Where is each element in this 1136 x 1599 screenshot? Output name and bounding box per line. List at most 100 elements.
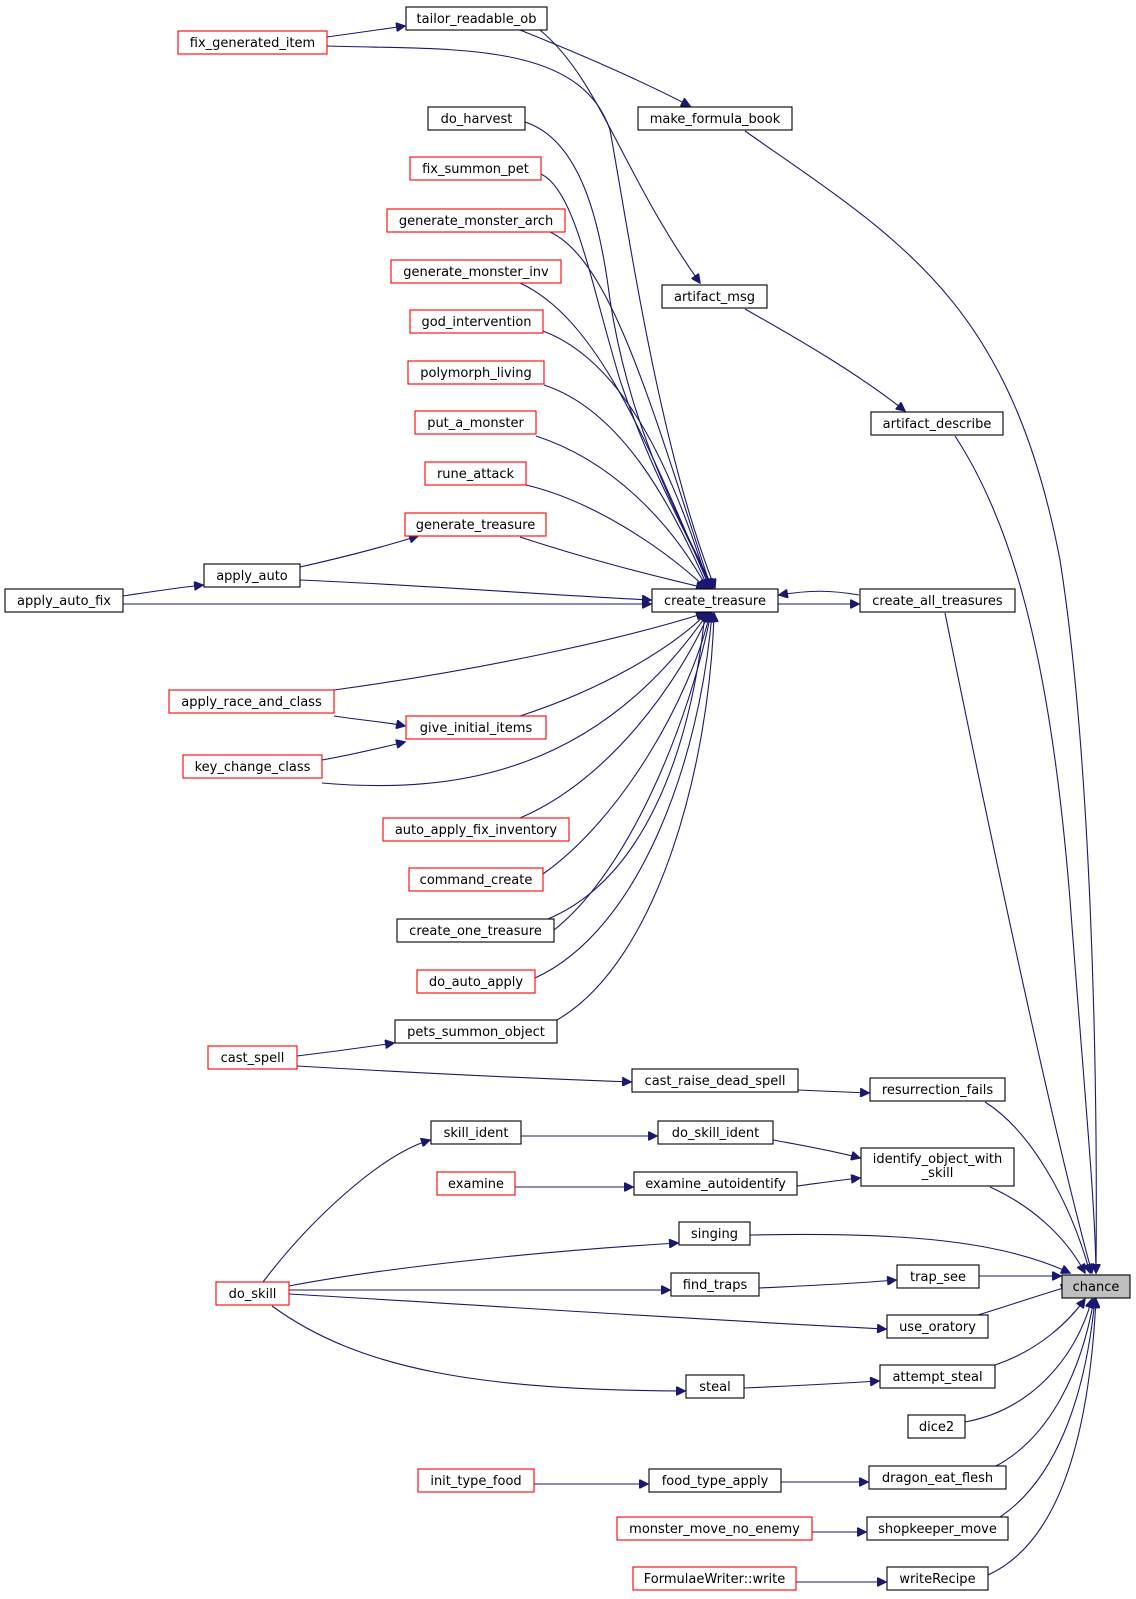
node-give-initial-items[interactable]: give_initial_items (405, 715, 547, 740)
node-put-a-monster[interactable]: put_a_monster (414, 410, 537, 435)
node-resurrection-fails[interactable]: resurrection_fails (869, 1077, 1006, 1102)
node-use-oratory[interactable]: use_oratory (886, 1314, 989, 1339)
node-trap-see[interactable]: trap_see (896, 1264, 980, 1289)
node-skill-ident[interactable]: skill_ident (430, 1120, 522, 1145)
node-god-intervention[interactable]: god_intervention (409, 309, 544, 334)
node-tailor-readable-ob[interactable]: tailor_readable_ob (405, 6, 548, 31)
node-find-traps[interactable]: find_traps (670, 1272, 760, 1297)
node-init-type-food[interactable]: init_type_food (417, 1468, 535, 1493)
node-box (661, 284, 768, 309)
node-cast-raise-dead-spell[interactable]: cast_raise_dead_spell (631, 1068, 799, 1093)
node-formulaewriter-write[interactable]: FormulaeWriter::write (632, 1566, 797, 1591)
node-label: monster_move_no_enemy (629, 1522, 800, 1537)
node-writerecipe[interactable]: writeRecipe (886, 1566, 989, 1591)
node-label: resurrection_fails (882, 1083, 994, 1098)
edge-cast_raise_dead_spell-to-resurrection_fails (797, 1090, 869, 1093)
edge-do_skill_ident-to-identify_object_with_skill (772, 1139, 860, 1158)
node-create-treasure[interactable]: create_treasure (651, 588, 779, 613)
node-do-harvest[interactable]: do_harvest (427, 106, 526, 131)
node-do-skill-ident[interactable]: do_skill_ident (657, 1120, 774, 1145)
node-label: generate_treasure (416, 518, 536, 533)
edge-generate_monster_inv-to-create_treasure (519, 282, 710, 588)
node-fix-summon-pet[interactable]: fix_summon_pet (409, 156, 542, 181)
node-box (868, 1465, 1007, 1490)
edge-fix_generated_item-to-tailor_readable_ob (326, 26, 405, 38)
node-box (382, 817, 570, 842)
node-label: apply_auto (216, 569, 288, 584)
node-box (168, 689, 335, 714)
node-do-auto-apply[interactable]: do_auto_apply (416, 969, 536, 994)
node-pets-summon-object[interactable]: pets_summon_object (394, 1019, 558, 1044)
node-apply-auto-fix[interactable]: apply_auto_fix (4, 588, 124, 613)
edge-create_treasure-to-create_one_treasure (520, 612, 706, 925)
node-monster-move-no-enemy[interactable]: monster_move_no_enemy (616, 1516, 813, 1541)
node-label: food_type_apply (662, 1474, 769, 1489)
node-box (870, 411, 1004, 436)
node-label: command_create (420, 873, 533, 888)
node-key-change-class[interactable]: key_change_class (182, 754, 323, 779)
node-create-one-treasure[interactable]: create_one_treasure (396, 918, 555, 943)
node-box (879, 1364, 996, 1389)
edge-command_create-to-create_treasure (542, 613, 710, 875)
node-box (637, 106, 793, 131)
node-create-all-treasures[interactable]: create_all_treasures (859, 588, 1016, 613)
node-dragon-eat-flesh[interactable]: dragon_eat_flesh (868, 1465, 1007, 1490)
node-label: do_skill (229, 1287, 277, 1302)
node-box (859, 588, 1016, 613)
node-rune-attack[interactable]: rune_attack (424, 461, 527, 486)
node-identify-object-with-skill[interactable]: identify_object_with_skill (860, 1147, 1015, 1187)
node-make-formula-book[interactable]: make_formula_book (637, 106, 793, 131)
node-label: create_all_treasures (872, 594, 1003, 609)
edge-dragon_eat_flesh-to-chance (995, 1299, 1094, 1467)
node-shopkeeper-move[interactable]: shopkeeper_move (866, 1516, 1009, 1541)
node-label: put_a_monster (427, 416, 524, 431)
edge-do_harvest-to-create_treasure (524, 121, 713, 588)
node-generate-monster-arch[interactable]: generate_monster_arch (386, 208, 566, 233)
node-steal[interactable]: steal (685, 1374, 745, 1399)
node-generate-treasure[interactable]: generate_treasure (404, 512, 547, 537)
edge-polymorph_living-to-create_treasure (543, 384, 708, 588)
node-box (404, 512, 547, 537)
node-food-type-apply[interactable]: food_type_apply (648, 1468, 782, 1493)
node-box (430, 1120, 522, 1145)
node-examine-autoidentify[interactable]: examine_autoidentify (633, 1171, 798, 1196)
edge-do_skill-to-use_oratory (288, 1293, 886, 1329)
node-artifact-describe[interactable]: artifact_describe (870, 411, 1004, 436)
node-chance[interactable]: chance (1061, 1274, 1131, 1299)
node-generate-monster-inv[interactable]: generate_monster_inv (390, 259, 562, 284)
node-polymorph-living[interactable]: polymorph_living (407, 360, 545, 385)
node-label: artifact_describe (883, 417, 992, 432)
edge-do_skill-to-skill_ident (262, 1140, 430, 1283)
node-fix-generated-item[interactable]: fix_generated_item (177, 30, 328, 55)
node-dice2[interactable]: dice2 (907, 1414, 966, 1439)
node-label: steal (699, 1380, 730, 1395)
node-box (678, 1221, 751, 1246)
node-box (633, 1171, 798, 1196)
node-box (386, 208, 566, 233)
node-label: skill_ident (444, 1126, 509, 1141)
node-box (396, 918, 555, 943)
node-label: trap_see (910, 1270, 966, 1285)
edge-apply_race_and_class-to-create_treasure (333, 613, 705, 691)
node-examine[interactable]: examine (436, 1171, 516, 1196)
node-attempt-steal[interactable]: attempt_steal (879, 1364, 996, 1389)
node-cast-spell[interactable]: cast_spell (207, 1045, 298, 1070)
edge-fix_generated_item-to-create_treasure (326, 45, 715, 588)
node-command-create[interactable]: command_create (408, 867, 544, 892)
node-box (394, 1019, 558, 1044)
node-singing[interactable]: singing (678, 1221, 751, 1246)
node-apply-auto[interactable]: apply_auto (203, 563, 301, 588)
node-artifact-msg[interactable]: artifact_msg (661, 284, 768, 309)
node-label: cast_spell (221, 1051, 285, 1066)
node-label: chance (1073, 1280, 1120, 1295)
edge-pets_summon_object-to-create_treasure (556, 613, 714, 1021)
node-label: generate_monster_inv (403, 265, 549, 280)
node-auto-apply-fix-inventory[interactable]: auto_apply_fix_inventory (382, 817, 570, 842)
node-box (1061, 1274, 1131, 1299)
node-do-skill[interactable]: do_skill (215, 1281, 290, 1306)
edge-put_a_monster-to-create_treasure (535, 435, 707, 588)
node-label: init_type_food (430, 1474, 521, 1489)
edge-create_all_treasures-to-create_treasure (779, 591, 860, 595)
node-apply-race-and-class[interactable]: apply_race_and_class (168, 689, 335, 714)
